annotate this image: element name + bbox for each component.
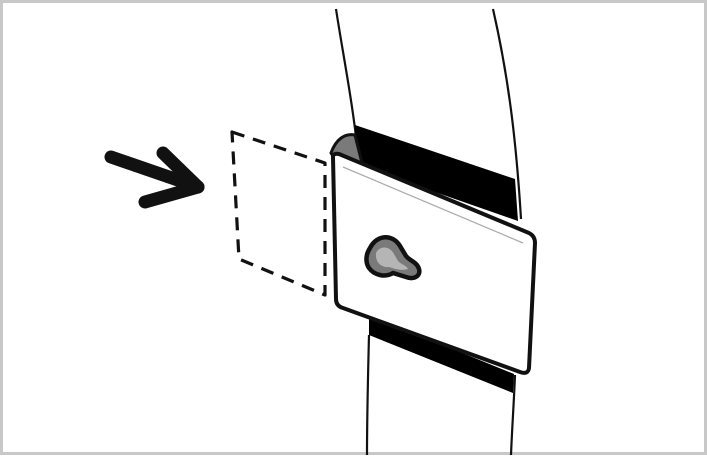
keyhole-inner [375,247,408,270]
black-band [355,125,518,393]
black-band-top [355,125,518,221]
strap-right-edge-lower [509,374,517,456]
direction-arrow-icon [104,146,205,209]
strap-clip-diagram [104,8,537,456]
strap-left-edge-lower [365,334,371,456]
keyhole-slot-icon [364,235,422,281]
strap-right-edge [491,8,523,220]
clip-panel [329,133,537,375]
black-band-bottom [369,315,514,393]
clip-face [331,151,537,375]
clip-inner-highlight [342,166,524,244]
dashed-outline-shape [230,130,327,297]
dashed-outline [230,130,327,297]
